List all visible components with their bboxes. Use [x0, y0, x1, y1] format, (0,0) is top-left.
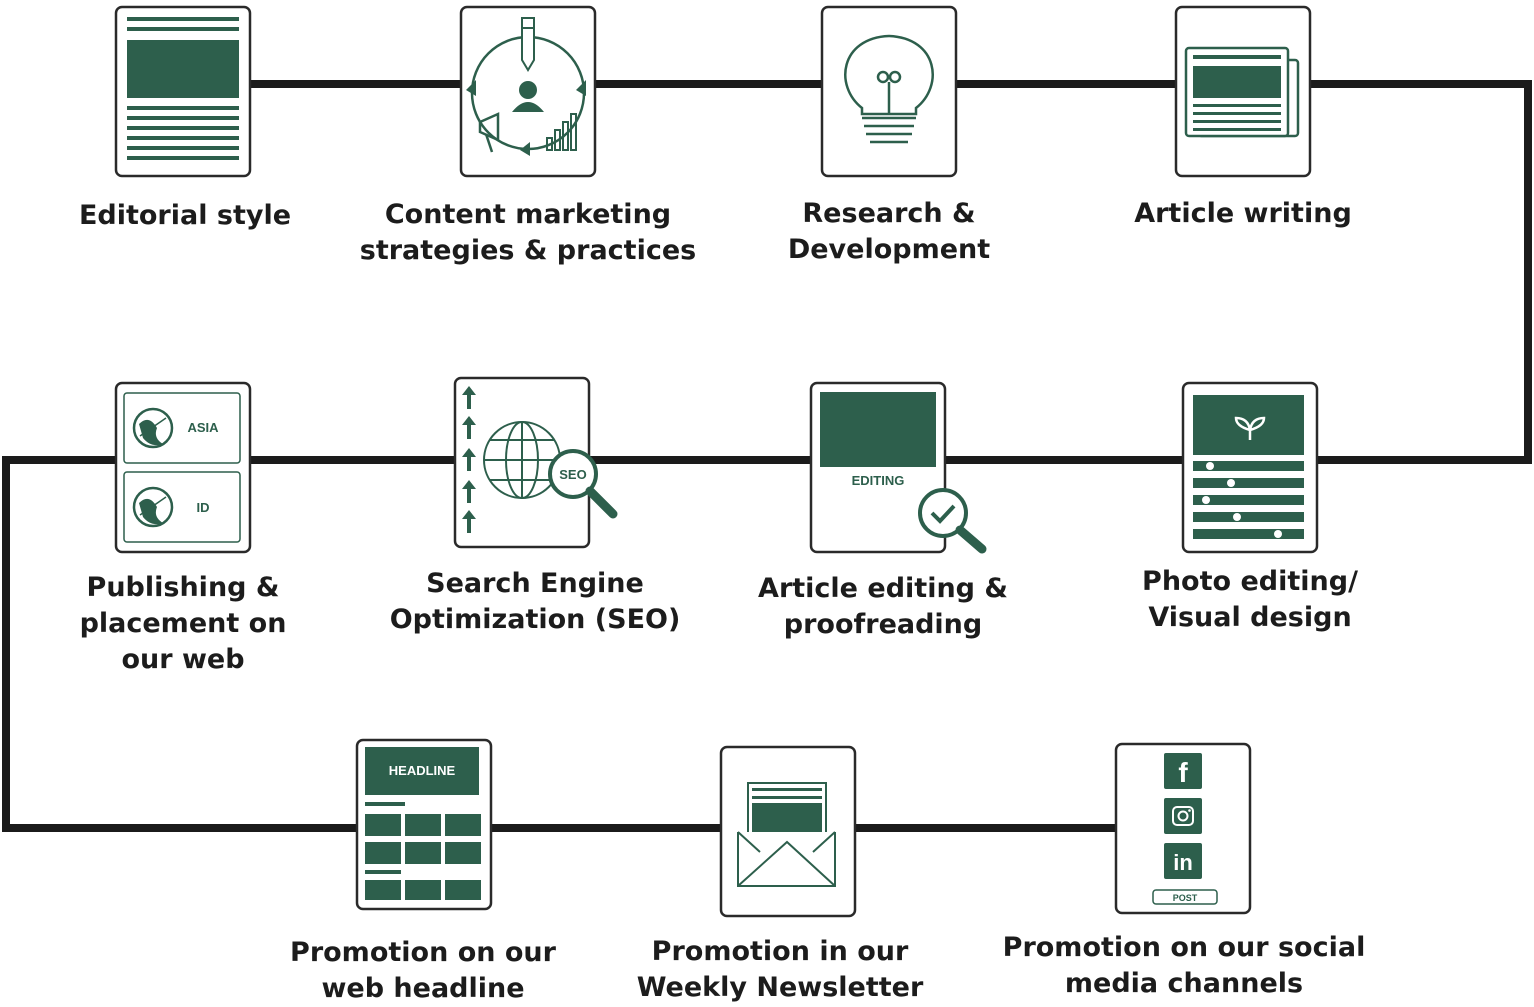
- marketing-cycle-icon: [466, 17, 586, 156]
- step-label-line: proofreading: [783, 609, 983, 640]
- envelope-icon: [737, 782, 836, 887]
- lightbulb-icon: [844, 34, 934, 144]
- document-layout-icon: [127, 17, 239, 160]
- step-label-line: web headline: [321, 973, 525, 1004]
- step-label-content-marketing: Content marketing strategies & practices: [348, 197, 708, 269]
- step-label-line: Development: [787, 234, 991, 265]
- step-label-line: Article editing &: [758, 573, 1008, 604]
- editing-icon-label: EDITING: [852, 473, 905, 488]
- facebook-icon: f: [1178, 757, 1188, 788]
- step-label-line: Photo editing/: [1142, 566, 1358, 597]
- region-label-id: ID: [197, 500, 210, 515]
- step-label-research: Research & Development: [759, 196, 1019, 268]
- photo-layout-icon: [1193, 395, 1304, 539]
- seo-icon-label: SEO: [559, 467, 586, 482]
- step-label-line: placement on: [79, 608, 287, 639]
- step-label-line: Promotion in our: [651, 936, 909, 967]
- step-label-line: Content marketing: [384, 199, 672, 230]
- post-icon-label: POST: [1173, 893, 1198, 903]
- step-label-line: Optimization (SEO): [389, 604, 681, 635]
- linkedin-icon: in: [1173, 850, 1193, 875]
- step-card-content-marketing: [459, 5, 597, 178]
- step-label-line: Editorial style: [78, 200, 292, 231]
- step-label-social-media: Promotion on our social media channels: [978, 930, 1390, 1002]
- step-card-article-writing: [1174, 5, 1312, 178]
- step-label-web-headline: Promotion on our web headline: [272, 935, 574, 1007]
- instagram-icon: [1172, 806, 1194, 826]
- step-label-line: our web: [121, 644, 245, 675]
- region-globe-icon: ASIA ID: [123, 392, 241, 543]
- step-label-photo-editing: Photo editing/ Visual design: [1120, 564, 1380, 636]
- newspaper-icon: [1184, 46, 1300, 138]
- step-label-line: media channels: [1064, 968, 1304, 999]
- step-label-article-editing: Article editing & proofreading: [738, 571, 1028, 643]
- step-label-publishing: Publishing & placement on our web: [63, 570, 303, 678]
- step-label-line: Search Engine: [426, 568, 644, 599]
- seo-globe-icon: SEO: [462, 386, 618, 533]
- step-label-newsletter: Promotion in our Weekly Newsletter: [616, 934, 944, 1006]
- region-label-asia: ASIA: [187, 420, 219, 435]
- step-card-research: [820, 5, 958, 178]
- step-card-photo-editing: [1181, 381, 1319, 554]
- step-card-article-editing: EDITING: [809, 381, 987, 554]
- flow-connector-line: [2, 80, 1532, 832]
- social-media-icon: f in POST: [1152, 753, 1218, 905]
- step-card-editorial-style: [114, 5, 252, 178]
- step-label-line: Promotion on our social: [1002, 932, 1366, 963]
- step-label-line: Promotion on our: [290, 937, 556, 968]
- step-label-seo: Search Engine Optimization (SEO): [380, 566, 690, 638]
- step-card-social-media: f in POST: [1114, 742, 1252, 915]
- step-label-line: Research &: [802, 198, 976, 229]
- step-label-article-writing: Article writing: [1112, 196, 1374, 232]
- step-label-line: Visual design: [1148, 602, 1352, 633]
- step-label-line: Article writing: [1134, 198, 1352, 229]
- step-card-newsletter: [719, 745, 857, 918]
- step-label-editorial-style: Editorial style: [43, 198, 327, 234]
- step-card-web-headline: HEADLINE: [355, 738, 493, 911]
- editing-check-icon: EDITING: [820, 392, 987, 554]
- step-label-line: Weekly Newsletter: [636, 972, 924, 1003]
- step-card-seo: SEO: [453, 376, 618, 549]
- step-label-line: strategies & practices: [359, 235, 697, 266]
- step-label-line: Publishing &: [86, 572, 280, 603]
- headline-icon-label: HEADLINE: [389, 763, 456, 778]
- headline-grid-icon: HEADLINE: [365, 747, 481, 900]
- step-card-publishing: ASIA ID: [114, 381, 252, 554]
